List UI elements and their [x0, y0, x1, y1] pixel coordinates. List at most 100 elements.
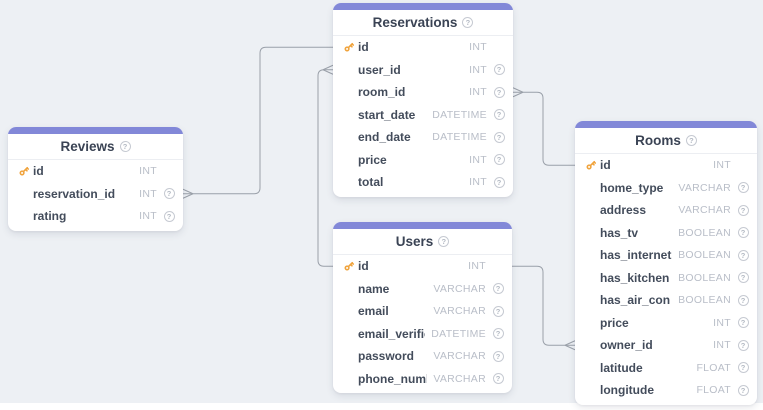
help-icon[interactable]: ?	[438, 236, 450, 247]
crow-foot-icon	[512, 87, 524, 98]
field-name: home_type	[600, 180, 664, 195]
help-icon[interactable]: ?	[493, 64, 505, 76]
field-type: INT	[468, 260, 486, 273]
field-type: VARCHAR	[678, 204, 731, 217]
field-type: INT	[469, 86, 487, 99]
field-type: VARCHAR	[678, 181, 731, 194]
help-slot: ?	[492, 373, 504, 385]
help-icon[interactable]: ?	[163, 188, 175, 200]
field-name: total	[358, 175, 384, 190]
field-row[interactable]: user_id INT?	[333, 59, 513, 82]
help-icon[interactable]: ?	[492, 305, 504, 317]
help-icon[interactable]: ?	[119, 141, 131, 152]
help-icon[interactable]: ?	[737, 384, 749, 396]
field-row[interactable]: id INT	[333, 255, 512, 278]
help-icon[interactable]: ?	[737, 227, 749, 239]
help-icon[interactable]: ?	[492, 283, 504, 295]
help-icon[interactable]: ?	[493, 154, 505, 166]
help-icon[interactable]: ?	[737, 182, 749, 194]
field-name: room_id	[358, 85, 406, 100]
help-slot: ?	[492, 350, 504, 362]
field-name: id	[600, 158, 611, 173]
table-title: Reviews	[60, 139, 115, 154]
help-icon[interactable]: ?	[493, 176, 505, 188]
help-icon[interactable]: ?	[492, 350, 504, 362]
field-type: INT	[713, 339, 731, 352]
field-row[interactable]: room_id INT?	[333, 81, 513, 104]
field-name: rating	[33, 209, 67, 224]
field-name: user_id	[358, 62, 401, 77]
field-type: BOOLEAN	[678, 249, 731, 262]
field-name: address	[600, 203, 647, 218]
crow-foot-icon	[322, 64, 334, 75]
help-slot: ?	[163, 210, 175, 222]
field-row[interactable]: phone_numbe VARCHAR?	[333, 368, 512, 391]
help-icon[interactable]: ?	[493, 131, 505, 143]
field-row[interactable]: has_internet BOOLEAN?	[575, 244, 757, 267]
field-name: email	[358, 304, 389, 319]
help-icon[interactable]: ?	[492, 328, 504, 340]
field-name: phone_numbe	[358, 371, 427, 386]
help-slot: ?	[493, 154, 505, 166]
help-slot: ?	[737, 339, 749, 351]
field-type: FLOAT	[696, 384, 731, 397]
help-icon[interactable]: ?	[493, 109, 505, 121]
help-icon[interactable]: ?	[685, 135, 697, 146]
field-type: INT	[139, 210, 157, 223]
field-type: INT	[713, 316, 731, 329]
help-icon[interactable]: ?	[737, 294, 749, 306]
field-type: INT	[469, 41, 487, 54]
field-row[interactable]: rating INT?	[8, 205, 183, 228]
field-type: DATETIME	[432, 131, 487, 144]
field-name: has_internet	[600, 248, 672, 263]
field-type: VARCHAR	[433, 372, 486, 385]
accent-bar	[333, 222, 512, 229]
field-name: id	[358, 259, 369, 274]
help-icon[interactable]: ?	[737, 339, 749, 351]
help-slot: ?	[737, 294, 749, 306]
field-row[interactable]: home_type VARCHAR?	[575, 177, 757, 200]
help-icon[interactable]: ?	[737, 362, 749, 374]
field-row[interactable]: email_verified_DATETIME?	[333, 323, 512, 346]
help-icon[interactable]: ?	[492, 373, 504, 385]
field-row[interactable]: address VARCHAR?	[575, 199, 757, 222]
field-type: FLOAT	[696, 361, 731, 374]
help-slot: ?	[737, 249, 749, 261]
help-icon[interactable]: ?	[737, 272, 749, 284]
help-icon[interactable]: ?	[737, 317, 749, 329]
help-icon[interactable]: ?	[737, 249, 749, 261]
help-slot: ?	[493, 86, 505, 98]
help-icon[interactable]: ?	[163, 210, 175, 222]
field-type: INT	[469, 63, 487, 76]
key-slot	[343, 260, 358, 272]
field-name: has_kitchen	[600, 270, 670, 285]
help-icon[interactable]: ?	[462, 17, 474, 28]
relationship-wire	[183, 46, 333, 195]
help-icon[interactable]: ?	[737, 204, 749, 216]
help-icon[interactable]: ?	[493, 86, 505, 98]
